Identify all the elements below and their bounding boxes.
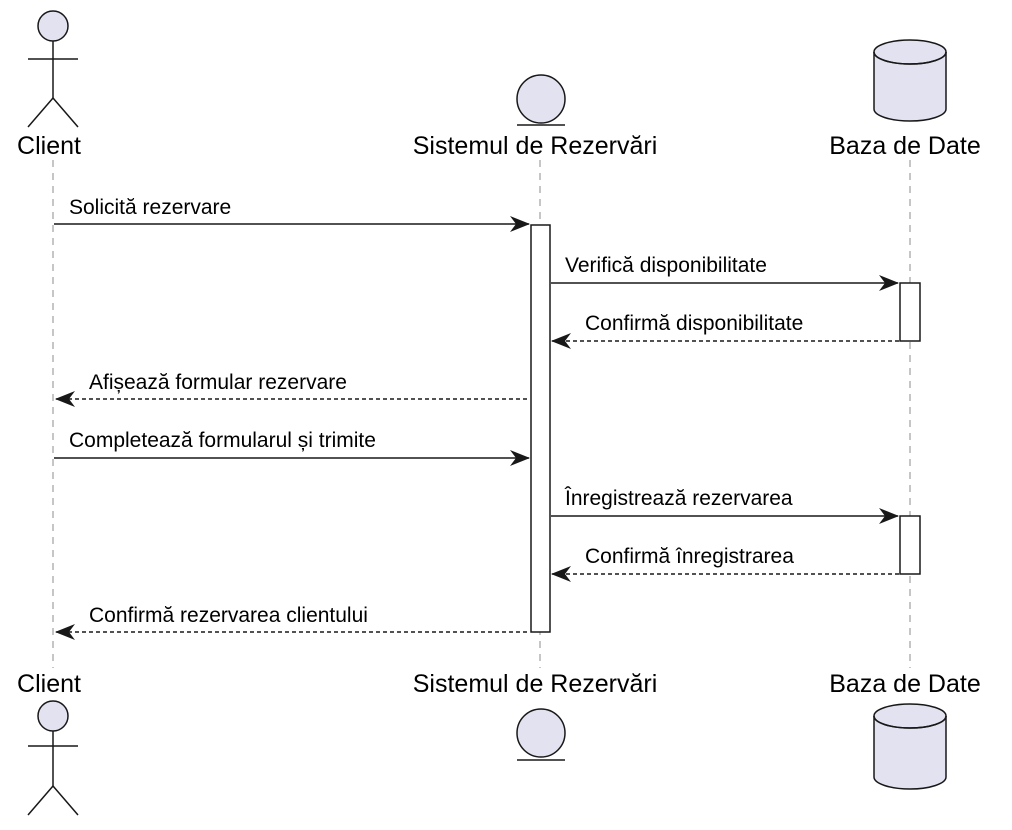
database-icon <box>873 39 947 122</box>
actor-icon <box>27 700 79 816</box>
participant-name: Client <box>17 132 81 160</box>
message-4: Afișează formular rezervare <box>55 371 527 407</box>
message-label: Confirmă înregistrarea <box>585 545 794 568</box>
participant-name: Client <box>17 670 81 698</box>
message-label: Verifică disponibilitate <box>565 254 767 277</box>
participant-db-bottom: Baza de Date <box>829 670 981 790</box>
message-label: Înregistrează rezervarea <box>564 487 793 510</box>
participant-system-bottom: Sistemul de Rezervări <box>413 670 658 761</box>
activation-db-2 <box>899 515 921 575</box>
participant-name: Baza de Date <box>829 670 981 698</box>
database-icon <box>873 703 947 790</box>
message-3: Confirmă disponibilitate <box>551 312 899 349</box>
message-7: Confirmă înregistrarea <box>551 545 899 582</box>
message-label: Confirmă rezervarea clientului <box>89 604 368 627</box>
participant-db-top: Baza de Date <box>829 39 981 160</box>
message-8: Confirmă rezervarea clientului <box>55 604 527 640</box>
activation-system <box>530 224 551 633</box>
message-2: Verifică disponibilitate <box>551 254 899 291</box>
entity-icon <box>516 708 566 761</box>
message-1: Solicită rezervare <box>54 196 530 232</box>
message-6: Înregistrează rezervarea <box>551 487 899 524</box>
message-label: Solicită rezervare <box>69 196 231 219</box>
participant-name: Sistemul de Rezervări <box>413 670 658 698</box>
participant-system-top: Sistemul de Rezervări <box>413 74 658 160</box>
message-label: Afișează formular rezervare <box>89 371 347 394</box>
message-label: Confirmă disponibilitate <box>585 312 803 335</box>
actor-icon <box>27 10 79 128</box>
activation-db-1 <box>899 282 921 342</box>
message-label: Completează formularul și trimite <box>69 429 376 452</box>
entity-icon <box>516 74 566 126</box>
participant-name: Sistemul de Rezervări <box>413 132 658 160</box>
participant-client-bottom: Client <box>17 670 81 816</box>
participant-client-top: Client <box>17 10 81 160</box>
message-5: Completează formularul și trimite <box>54 429 530 466</box>
participant-name: Baza de Date <box>829 132 981 160</box>
